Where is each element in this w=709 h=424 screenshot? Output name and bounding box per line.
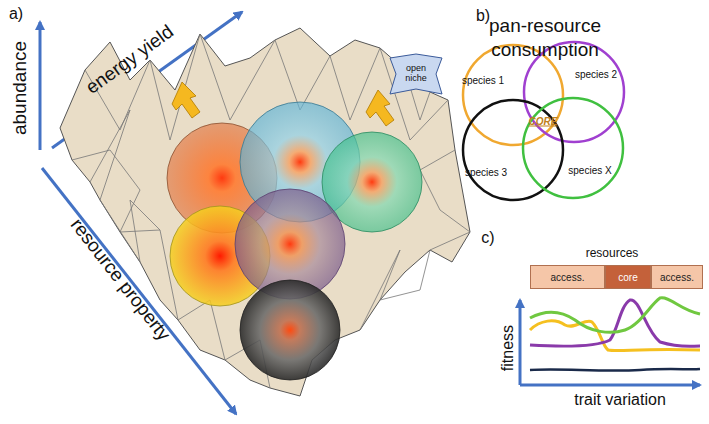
node-text: species 2: [575, 69, 617, 80]
node-text: core: [618, 272, 637, 283]
strip-title: resources: [586, 247, 639, 260]
species-circle: species X: [521, 96, 625, 200]
node-text: open niche: [399, 64, 433, 84]
panel-letter: a): [9, 5, 23, 23]
resource-box: access.: [530, 265, 605, 289]
node-text: access.: [551, 272, 585, 283]
axis-label: resource property: [66, 215, 174, 345]
node-text: species X: [568, 165, 611, 176]
circle-outline: [521, 96, 625, 200]
panel-title: pan-resource consumption: [470, 14, 620, 62]
node-text: access.: [660, 272, 694, 283]
axis-label: fitness: [499, 325, 517, 371]
resource-box: core: [605, 265, 651, 289]
axis-label: abundance: [10, 41, 31, 135]
niche-flag: open niche: [390, 54, 442, 94]
core-label: CORE: [529, 116, 558, 127]
axis-label: energy yield: [82, 21, 177, 98]
panel-letter: c): [481, 229, 494, 247]
panel-letter: b): [476, 7, 490, 25]
node-text: species 3: [465, 167, 507, 178]
species-circle: species 3: [461, 98, 565, 202]
resource-box: access.: [651, 265, 703, 289]
circle-outline: [461, 98, 565, 202]
node-text: species 1: [462, 75, 504, 86]
axis-label: trait variation: [574, 391, 666, 409]
